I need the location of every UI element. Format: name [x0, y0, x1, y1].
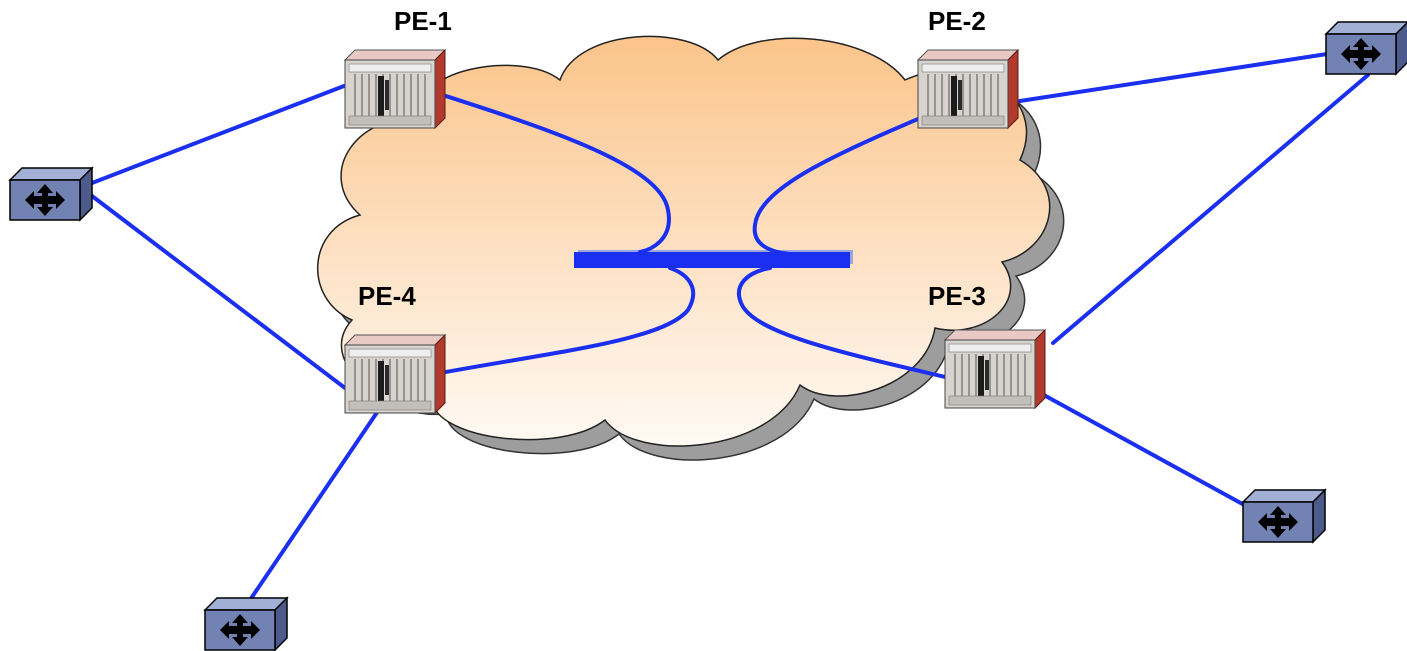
pe2-router-icon: [917, 49, 1019, 129]
link-ce-left-pe4: [90, 194, 347, 390]
pe1-label: PE-1: [394, 6, 452, 36]
link-ce-left-pe1: [90, 84, 346, 185]
link-ce-top-right-pe2: [1018, 50, 1342, 103]
link-ce-top-right-pe3: [1051, 73, 1370, 345]
link-ce-bottom-right-pe3: [1040, 392, 1270, 520]
pe2-label: PE-2: [928, 6, 986, 36]
pe1-router-icon: [344, 49, 446, 129]
ce-bottom-left-switch-icon: [204, 597, 288, 651]
vpls-bridge-bar: [574, 252, 850, 268]
pe3-label: PE-3: [928, 281, 986, 311]
ce-top-right-switch-icon: [1325, 21, 1407, 75]
ce-bottom-right-switch-icon: [1242, 489, 1326, 543]
pseudowire-pe1: [375, 72, 671, 254]
pe4-label: PE-4: [358, 281, 416, 311]
pe4-router-icon: [344, 334, 446, 414]
pseudowire-pe3: [736, 266, 1018, 396]
provider-cloud: [317, 35, 1051, 447]
pe3-router-icon: [944, 329, 1046, 409]
pseudowire-pe4: [376, 266, 696, 387]
ce-left-switch-icon: [9, 167, 93, 221]
link-ce-bottom-left-pe4: [248, 406, 382, 602]
